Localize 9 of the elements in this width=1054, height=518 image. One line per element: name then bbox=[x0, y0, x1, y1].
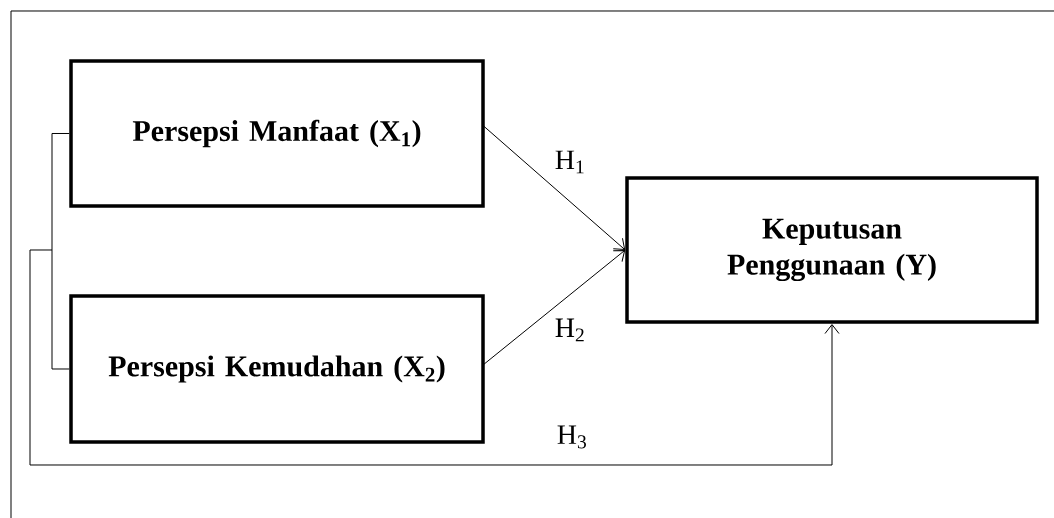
variable-box: Persepsi Manfaat (X$_{1}$) bbox=[69, 59, 485, 208]
arrow bbox=[482, 250, 626, 366]
edge-label: H$_{1}$ bbox=[553, 149, 587, 175]
variable-box: Persepsi Kemudahan (X$_{2}$) bbox=[69, 294, 485, 444]
edge-label: H$_{3}$ bbox=[555, 424, 589, 450]
edge-label: H$_{2}$ bbox=[553, 317, 587, 343]
arrow bbox=[482, 125, 626, 250]
variable-box: Keputusan Penggunaan (Y) bbox=[625, 176, 1039, 324]
arrow bbox=[29, 133, 840, 466]
